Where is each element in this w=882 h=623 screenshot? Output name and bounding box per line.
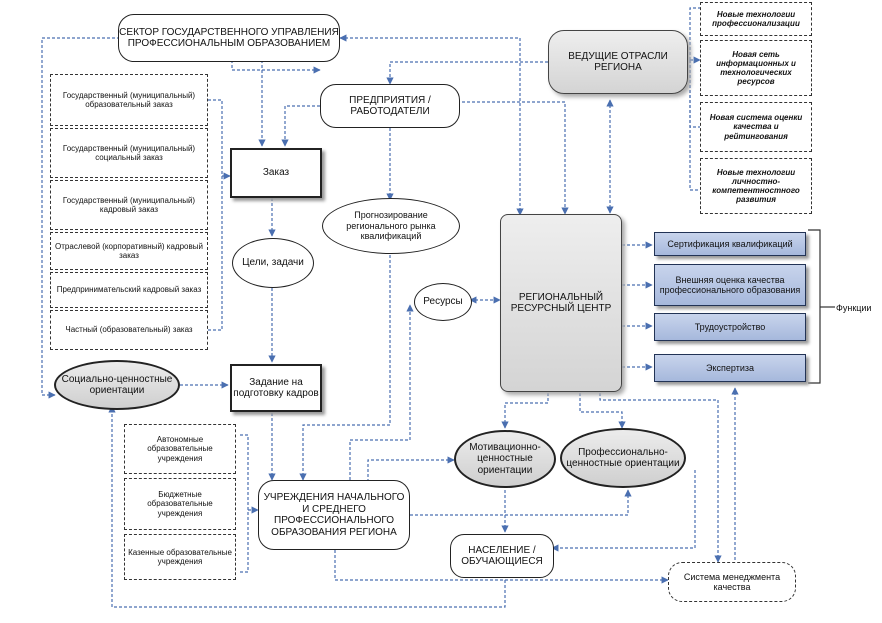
institution-type-state: Казенные образовательные учреждения [124, 534, 236, 580]
function-employment: Трудоустройство [654, 313, 806, 341]
goals-label: Цели, задачи [242, 257, 304, 269]
order-type-6-label: Частный (образовательный) заказ [65, 325, 193, 335]
professional-orientations-label: Профессионально-ценностные ориентации [566, 446, 680, 470]
population-label: НАСЕЛЕНИЕ / ОБУЧАЮЩИЕСЯ [461, 544, 543, 568]
order-type-6: Частный (образовательный) заказ [50, 310, 208, 350]
social-orientations-node: Социально-ценностные ориентации [54, 360, 180, 410]
motivational-orientations-label: Мотивационно-ценностные ориентации [469, 441, 541, 476]
new-item-2-label: Новая сеть информационных и технологичес… [716, 49, 796, 87]
social-orientations-label: Социально-ценностные ориентации [61, 373, 173, 397]
leading-industries-label: ВЕДУЩИЕ ОТРАСЛИ РЕГИОНА [568, 50, 668, 74]
motivational-orientations-node: Мотивационно-ценностные ориентации [454, 430, 556, 488]
new-item-1: Новые технологии профессионализации [700, 2, 812, 36]
order-type-4: Отраслевой (корпоративный) кадровый зака… [50, 232, 208, 270]
order-type-4-label: Отраслевой (корпоративный) кадровый зака… [55, 241, 203, 260]
institution-type-autonomous: Автономные образовательные учреждения [124, 424, 236, 474]
sector-label: СЕКТОР ГОСУДАРСТВЕННОГО УПРАВЛЕНИЯ ПРОФЕ… [119, 26, 339, 50]
goals-node: Цели, задачи [232, 238, 314, 288]
order-type-1-label: Государственный (муниципальный) образова… [62, 90, 196, 109]
order-type-3: Государственный (муниципальный) кадровый… [50, 180, 208, 230]
order-type-3-label: Государственный (муниципальный) кадровый… [62, 195, 196, 214]
training-task-node: Задание на подготовку кадров [230, 364, 322, 412]
functions-label: Функции [836, 300, 880, 316]
order-type-1: Государственный (муниципальный) образова… [50, 74, 208, 126]
quality-management-label: Система менеджмента качества [683, 571, 781, 592]
enterprises-node: ПРЕДПРИЯТИЯ / РАБОТОДАТЕЛИ [320, 84, 460, 128]
order-node: Заказ [230, 148, 322, 198]
new-item-1-label: Новые технологии профессионализации [712, 9, 800, 28]
order-type-2-label: Государственный (муниципальный) социальн… [62, 143, 196, 162]
professional-orientations-node: Профессионально-ценностные ориентации [560, 428, 686, 488]
resource-center-label: РЕГИОНАЛЬНЫЙ РЕСУРСНЫЙ ЦЕНТР [510, 291, 612, 315]
training-task-label: Задание на подготовку кадров [233, 376, 319, 400]
new-item-3: Новая система оценки качества и рейтинго… [700, 102, 812, 152]
function-employment-label: Трудоустройство [694, 321, 766, 332]
functions-label-text: Функции [836, 302, 872, 313]
function-certification: Сертификация квалификаций [654, 232, 806, 256]
function-certification-label: Сертификация квалификаций [667, 238, 793, 249]
forecast-node: Прогнозирование регионального рынка квал… [322, 198, 460, 254]
institutions-node: УЧРЕЖДЕНИЯ НАЧАЛЬНОГО И СРЕДНЕГО ПРОФЕСС… [258, 480, 410, 550]
new-item-2: Новая сеть информационных и технологичес… [700, 40, 812, 96]
institution-type-state-label: Казенные образовательные учреждения [128, 547, 232, 566]
population-node: НАСЕЛЕНИЕ / ОБУЧАЮЩИЕСЯ [450, 534, 554, 578]
function-expertise: Экспертиза [654, 354, 806, 382]
order-type-5: Предпринимательский кадровый заказ [50, 272, 208, 308]
institution-type-autonomous-label: Автономные образовательные учреждения [147, 435, 213, 463]
order-type-5-label: Предпринимательский кадровый заказ [56, 285, 202, 295]
leading-industries-node: ВЕДУЩИЕ ОТРАСЛИ РЕГИОНА [548, 30, 688, 94]
resource-center-node: РЕГИОНАЛЬНЫЙ РЕСУРСНЫЙ ЦЕНТР [500, 214, 622, 392]
institution-type-budget-label: Бюджетные образовательные учреждения [147, 490, 213, 518]
function-quality-assessment-label: Внешняя оценка качества профессиональног… [659, 274, 801, 295]
function-expertise-label: Экспертиза [706, 362, 754, 373]
new-item-3-label: Новая система оценки качества и рейтинго… [709, 113, 803, 141]
enterprises-label: ПРЕДПРИЯТИЯ / РАБОТОДАТЕЛИ [349, 94, 431, 118]
new-item-4-label: Новые технологии личностно-компетентност… [712, 167, 800, 205]
order-label: Заказ [262, 167, 290, 179]
institution-type-budget: Бюджетные образовательные учреждения [124, 478, 236, 530]
order-type-2: Государственный (муниципальный) социальн… [50, 128, 208, 178]
new-item-4: Новые технологии личностно-компетентност… [700, 158, 812, 214]
resources-label: Ресурсы [423, 296, 463, 308]
forecast-label: Прогнозирование регионального рынка квал… [346, 210, 436, 242]
resources-node: Ресурсы [414, 283, 472, 321]
sector-node: СЕКТОР ГОСУДАРСТВЕННОГО УПРАВЛЕНИЯ ПРОФЕ… [118, 14, 340, 62]
institutions-label: УЧРЕЖДЕНИЯ НАЧАЛЬНОГО И СРЕДНЕГО ПРОФЕСС… [263, 492, 405, 538]
quality-management-node: Система менеджмента качества [668, 562, 796, 602]
function-quality-assessment: Внешняя оценка качества профессиональног… [654, 264, 806, 306]
